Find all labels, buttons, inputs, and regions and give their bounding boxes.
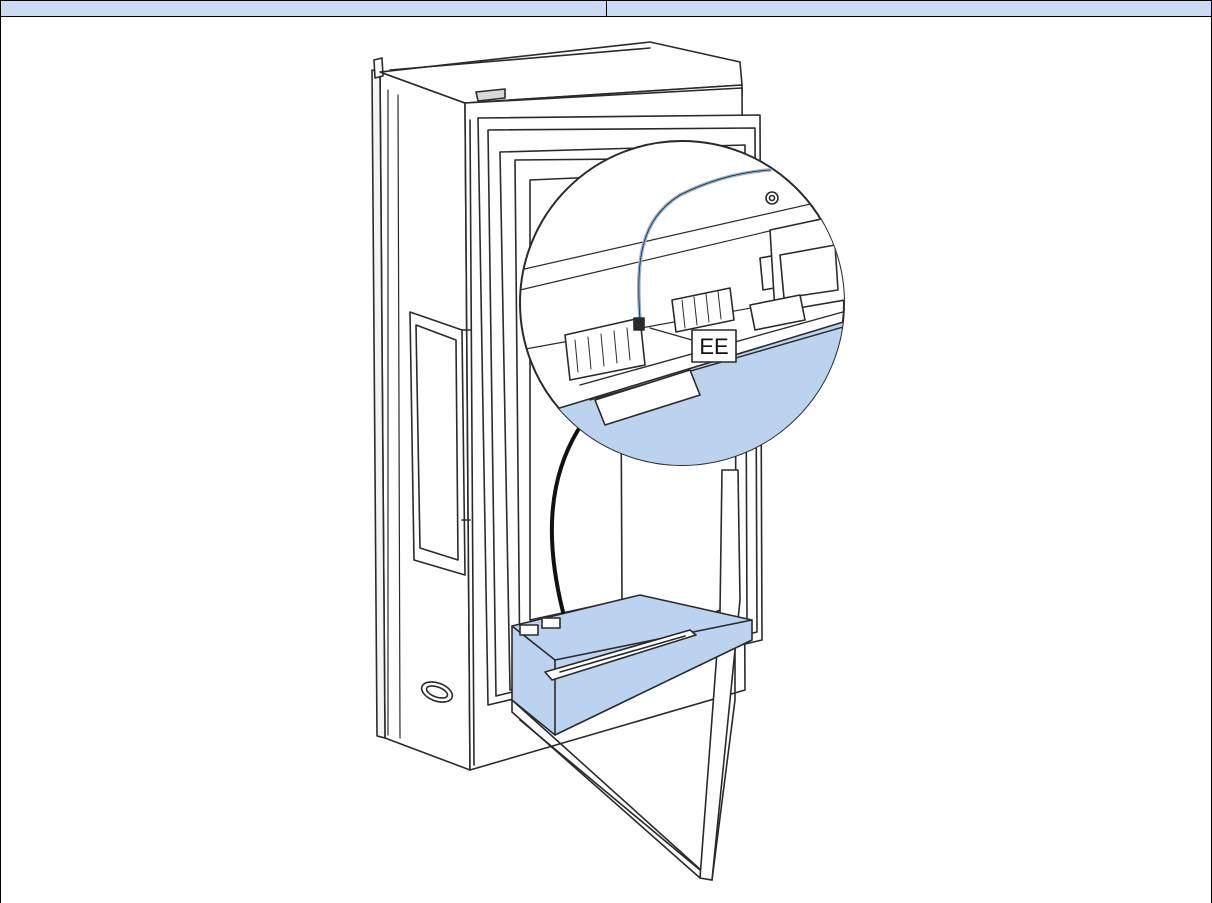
cabinet-side-panel xyxy=(371,57,474,771)
callout-box xyxy=(691,329,737,363)
leader-line xyxy=(549,428,580,614)
table-header-row xyxy=(0,0,1212,18)
detail-magnifier xyxy=(519,140,845,466)
callout-label: EE xyxy=(699,334,728,359)
open-door xyxy=(511,469,741,881)
control-board-tray xyxy=(511,594,753,736)
